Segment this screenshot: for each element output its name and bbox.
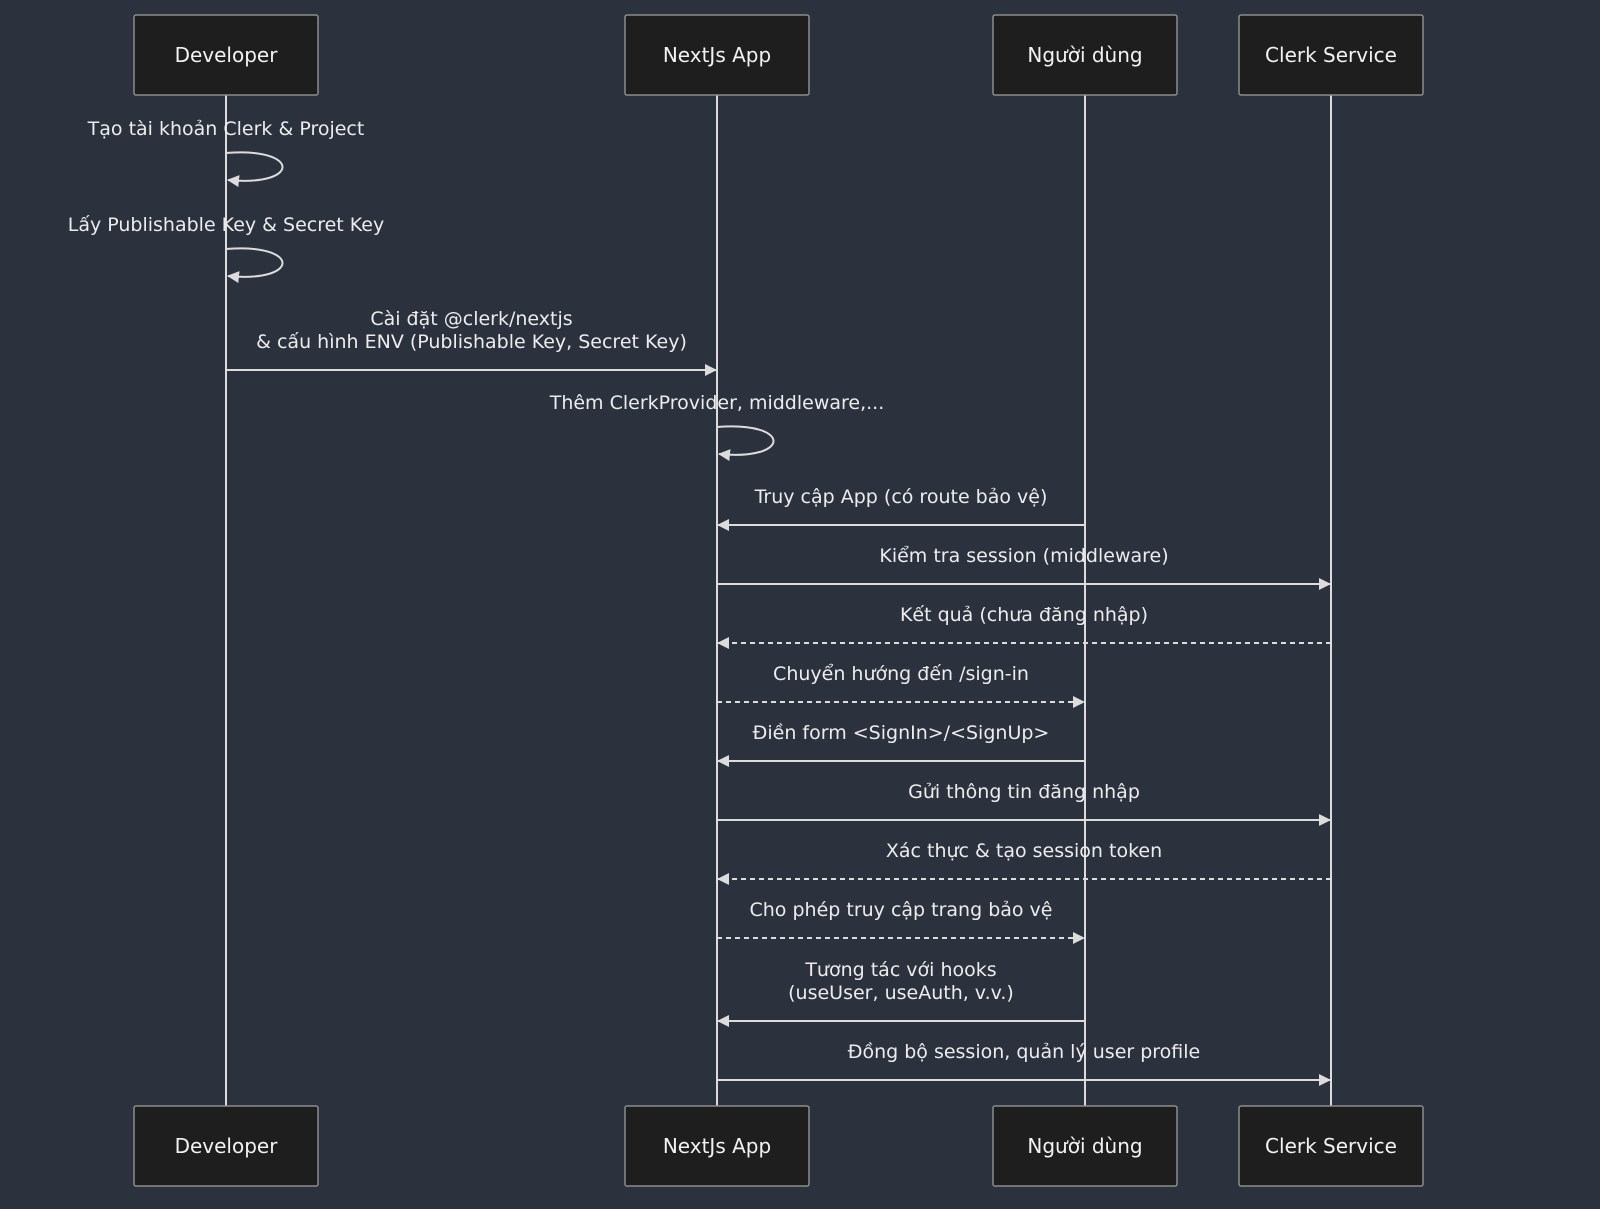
message-7: Kết quả (chưa đăng nhập)	[717, 604, 1331, 649]
participant-label: Người dùng	[1027, 1134, 1142, 1158]
message-14: Đồng bộ session, quản lý user profile	[717, 1041, 1331, 1086]
message-3: Cài đặt @clerk/nextjs& cấu hình ENV (Pub…	[226, 308, 717, 376]
message-label: Đồng bộ session, quản lý user profile	[848, 1041, 1201, 1063]
message-8: Chuyển hướng đến /sign-in	[717, 663, 1085, 708]
message-label: Tương tác với hooks	[804, 959, 996, 981]
message-label: Thêm ClerkProvider, middleware,...	[549, 392, 885, 414]
message-label: Kiểm tra session (middleware)	[879, 545, 1168, 567]
self-loop-arrow	[225, 247, 284, 284]
message-label: Gửi thông tin đăng nhập	[908, 781, 1140, 803]
message-label: Chuyển hướng đến /sign-in	[773, 663, 1029, 685]
participant-label: Clerk Service	[1265, 1134, 1397, 1158]
message-label: Cài đặt @clerk/nextjs	[370, 308, 572, 330]
participant-box-app-top: NextJs App	[624, 14, 810, 96]
message-9: Điền form <SignIn>/<SignUp>	[717, 722, 1085, 767]
message-6: Kiểm tra session (middleware)	[717, 545, 1331, 590]
participant-box-clerk-top: Clerk Service	[1238, 14, 1424, 96]
participant-box-dev-bottom: Developer	[133, 1105, 319, 1187]
message-label: (useUser, useAuth, v.v.)	[788, 982, 1014, 1004]
self-loop-arrow	[225, 151, 284, 188]
participant-box-user-bottom: Người dùng	[992, 1105, 1178, 1187]
participant-label: NextJs App	[663, 43, 771, 67]
message-label: Kết quả (chưa đăng nhập)	[900, 604, 1148, 626]
message-4: Thêm ClerkProvider, middleware,...	[549, 392, 885, 462]
participant-box-app-bottom: NextJs App	[624, 1105, 810, 1187]
participant-box-clerk-bottom: Clerk Service	[1238, 1105, 1424, 1187]
message-label: Xác thực & tạo session token	[886, 840, 1162, 862]
participant-label: Developer	[175, 43, 279, 67]
message-label: Lấy Publishable Key & Secret Key	[68, 214, 385, 236]
message-1: Tạo tài khoản Clerk & Project	[87, 118, 365, 188]
message-label: Truy cập App (có route bảo vệ)	[754, 486, 1048, 508]
message-label: Cho phép truy cập trang bảo vệ	[750, 899, 1053, 921]
self-loop-arrow	[716, 425, 775, 462]
participant-box-dev-top: Developer	[133, 14, 319, 96]
message-label: Tạo tài khoản Clerk & Project	[87, 118, 365, 140]
participant-label: NextJs App	[663, 1134, 771, 1158]
message-label: & cấu hình ENV (Publishable Key, Secret …	[256, 331, 687, 353]
message-11: Xác thực & tạo session token	[717, 840, 1331, 885]
participant-label: Developer	[175, 1134, 279, 1158]
message-12: Cho phép truy cập trang bảo vệ	[717, 899, 1085, 944]
message-5: Truy cập App (có route bảo vệ)	[717, 486, 1085, 531]
message-label: Điền form <SignIn>/<SignUp>	[753, 722, 1050, 744]
message-13: Tương tác với hooks(useUser, useAuth, v.…	[717, 959, 1085, 1027]
participant-label: Người dùng	[1027, 43, 1142, 67]
message-10: Gửi thông tin đăng nhập	[717, 781, 1331, 826]
participant-label: Clerk Service	[1265, 43, 1397, 67]
message-2: Lấy Publishable Key & Secret Key	[68, 214, 385, 284]
participant-box-user-top: Người dùng	[992, 14, 1178, 96]
